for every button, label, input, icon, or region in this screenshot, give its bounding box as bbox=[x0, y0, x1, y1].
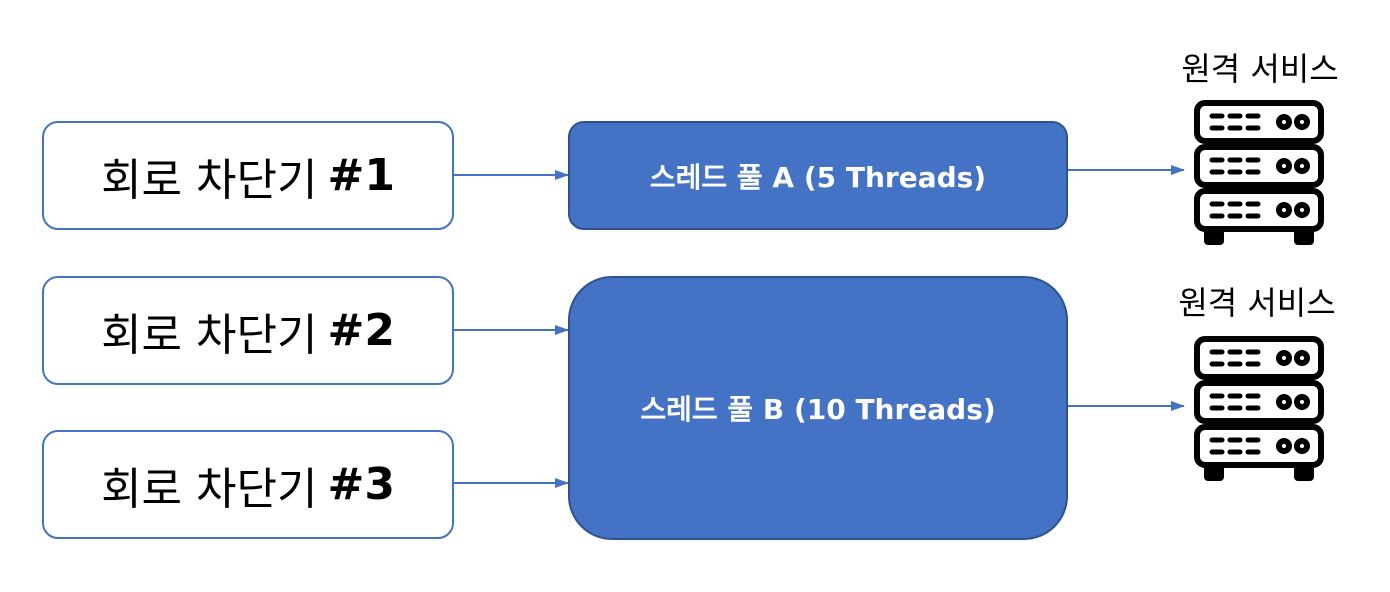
remote-service-label-1: 원격 서비스 bbox=[1181, 50, 1339, 88]
circuit-breaker-label: 회로 차단기 bbox=[101, 154, 318, 206]
circuit-breaker-label: 회로 차단기 bbox=[101, 463, 318, 515]
remote-service-label-2: 원격 서비스 bbox=[1178, 284, 1336, 322]
thread-pool-a: 스레드 풀 A (5 Threads) bbox=[568, 121, 1068, 230]
server-icon bbox=[1194, 336, 1324, 481]
circuit-breaker-number: #1 bbox=[327, 150, 395, 201]
circuit-breaker-label: 회로 차단기 bbox=[101, 309, 318, 361]
circuit-breaker-3: 회로 차단기 #3 bbox=[42, 430, 454, 539]
thread-pool-label: 스레드 풀 B (10 Threads) bbox=[640, 393, 996, 426]
circuit-breaker-number: #2 bbox=[327, 305, 395, 356]
server-icon bbox=[1194, 100, 1324, 245]
circuit-breaker-2: 회로 차단기 #2 bbox=[42, 276, 454, 385]
thread-pool-b: 스레드 풀 B (10 Threads) bbox=[568, 276, 1068, 540]
circuit-breaker-1: 회로 차단기 #1 bbox=[42, 121, 454, 230]
thread-pool-label: 스레드 풀 A (5 Threads) bbox=[649, 160, 987, 194]
circuit-breaker-number: #3 bbox=[327, 459, 395, 510]
